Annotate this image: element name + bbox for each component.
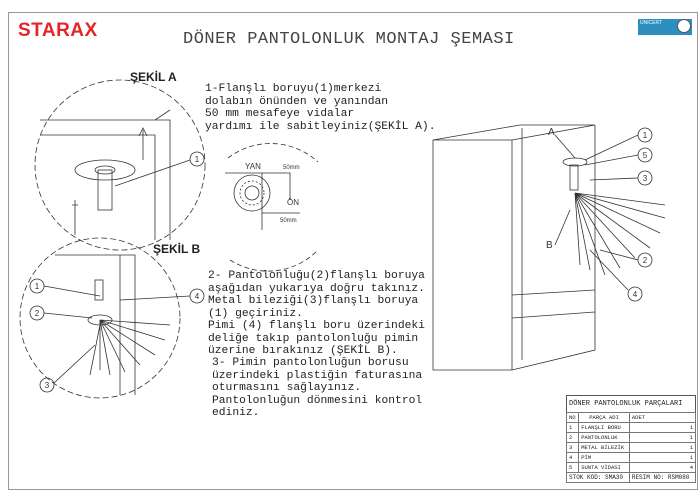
plan-view-drawing — [225, 143, 319, 272]
cell: 1 — [628, 432, 697, 443]
step-3-text: 3- Pimin pantolonluğun borusu üzerindeki… — [212, 357, 423, 419]
cabinet-drawing — [432, 124, 666, 371]
cell: 1 — [628, 422, 697, 433]
callout-1: 1 — [195, 155, 200, 164]
dim-label: 50mm — [280, 218, 297, 224]
callout-3: 3 — [643, 174, 648, 183]
callout-2: 2 — [35, 309, 40, 318]
cell: 1 — [628, 452, 697, 463]
stock-code: STOK KOD: SMA30 — [566, 472, 630, 483]
cell: SUNTA VİDASI — [578, 462, 630, 473]
step-1-text: 1-Flanşlı boruyu(1)merkezi dolabın önünd… — [205, 83, 436, 133]
drawing-labels: 1 YAN 50mm 50mm ÖN 1 2 3 4 A B 1 5 3 2 4 — [35, 127, 648, 390]
view-b-label: B — [546, 240, 553, 251]
cert-seal-icon — [677, 19, 691, 33]
table-footer-row: STOK KOD: SMA30 RESIM NO: RSM080 — [566, 472, 697, 483]
unicert-badge: UNICERT — [638, 19, 692, 35]
side-label: YAN — [245, 162, 261, 171]
parts-table-title: DÖNER PANTOLONLUK PARÇALARI — [569, 400, 683, 408]
callout-4: 4 — [633, 290, 638, 299]
cell: 1 — [628, 442, 697, 453]
cell: 2 — [565, 432, 580, 443]
cell: FLANŞLI BORU — [578, 422, 630, 433]
front-label: ÖN — [287, 198, 299, 207]
table-header-row: NO PARÇA ADI ADET — [565, 412, 697, 423]
callout-3: 3 — [45, 381, 50, 390]
figure-b-drawing — [19, 237, 205, 399]
header-cell: PARÇA ADI — [578, 412, 630, 423]
cell: PANTOLONLUK — [578, 432, 630, 443]
cell: PİM — [578, 452, 630, 463]
figure-a-label: ŞEKİL A — [130, 70, 177, 84]
page-frame — [8, 12, 698, 490]
page-title: DÖNER PANTOLONLUK MONTAJ ŞEMASI — [183, 30, 515, 49]
figure-a-drawing — [34, 79, 206, 251]
parts-table: DÖNER PANTOLONLUK PARÇALARI NO PARÇA ADI… — [565, 395, 697, 483]
drawing-number: RESIM NO: RSM080 — [628, 472, 697, 483]
cell: 4 — [565, 452, 580, 463]
step-2-text: 2- Pantolonluğu(2)flanşlı boruya aşağıda… — [208, 270, 425, 357]
starax-logo: STARAX — [18, 20, 98, 41]
cell: 3 — [565, 442, 580, 453]
cert-text: UNICERT — [640, 20, 663, 26]
callout-2: 2 — [643, 256, 648, 265]
callout-4: 4 — [195, 292, 200, 301]
callout-5: 5 — [643, 151, 648, 160]
header-cell: ADET — [628, 412, 697, 423]
view-a-label: A — [548, 127, 555, 138]
cell: METAL BİLEZİK — [578, 442, 630, 453]
figure-b-label: ŞEKİL B — [153, 242, 201, 256]
header-cell: NO — [565, 412, 580, 423]
dim-label: 50mm — [283, 165, 300, 171]
cell: 5 — [565, 462, 580, 473]
cell: 4 — [628, 462, 697, 473]
cell: 1 — [565, 422, 580, 433]
callout-1: 1 — [643, 131, 648, 140]
callout-1: 1 — [35, 282, 40, 291]
